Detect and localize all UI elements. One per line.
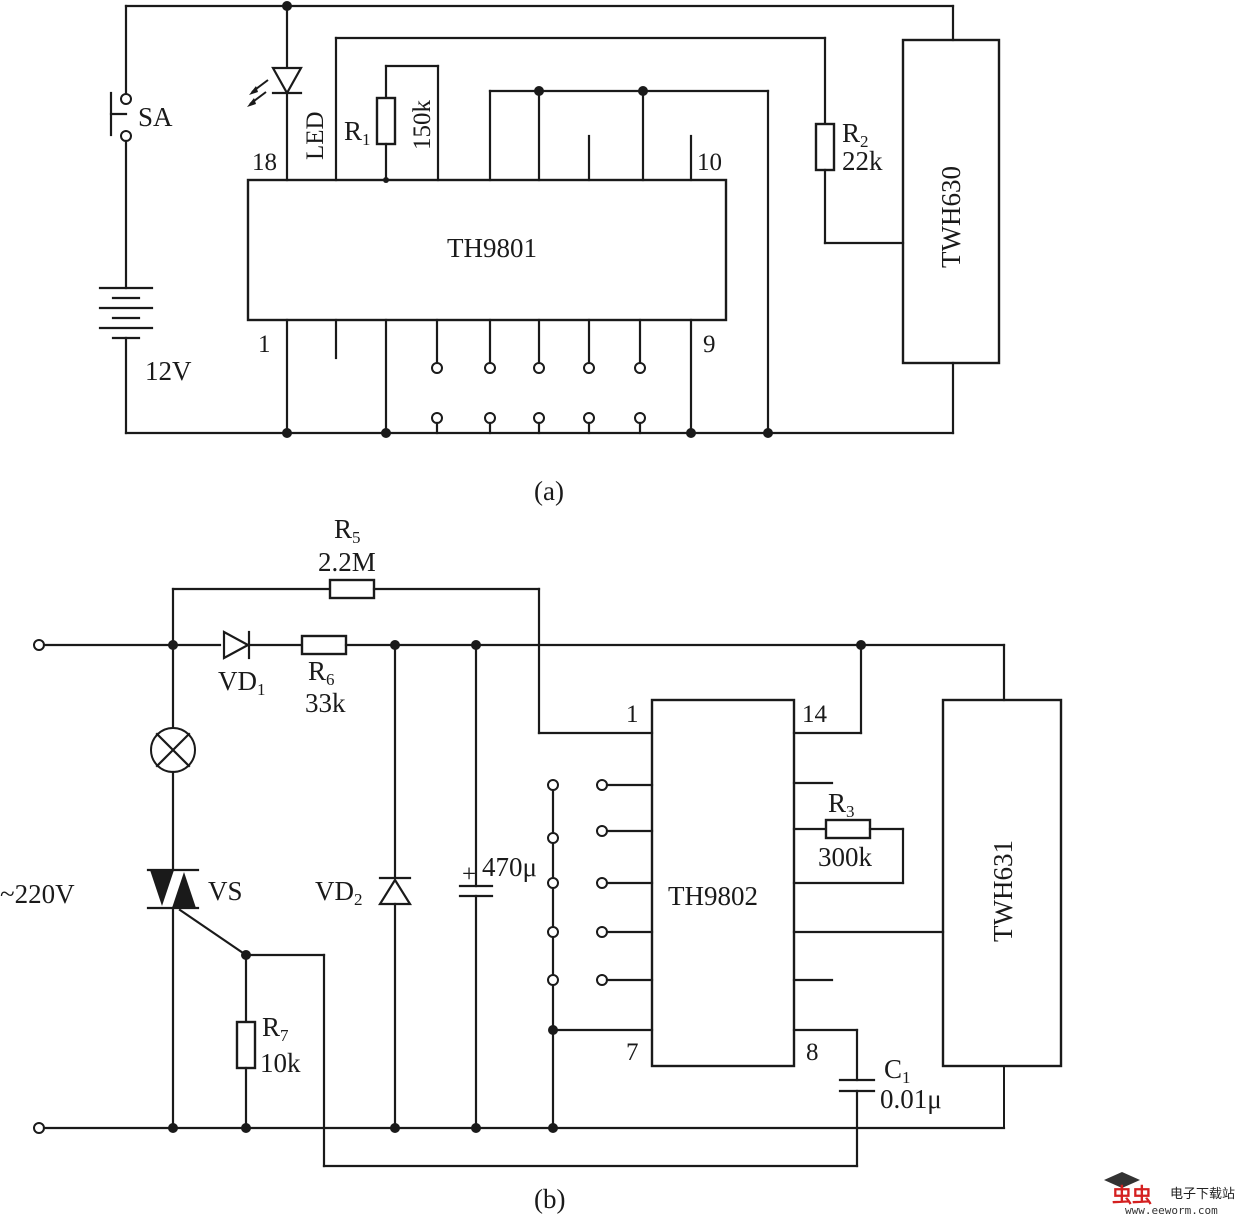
cap-plus: + (462, 861, 476, 888)
r7-value: 10k (260, 1048, 301, 1078)
resistor-r3 (824, 818, 872, 840)
r5-name: R5 (334, 514, 361, 547)
resistor-r2 (814, 122, 836, 172)
r7-name: R7 (262, 1012, 289, 1045)
watermark-url: www.eeworm.com (1125, 1204, 1218, 1217)
ic-th9801-label: TH9801 (447, 233, 537, 263)
c1-value: 0.01μ (880, 1084, 942, 1114)
cap-470-label: 470μ (482, 852, 537, 882)
triac-vs (146, 868, 200, 910)
ic-th9802 (650, 698, 796, 1068)
resistor-r6 (300, 634, 348, 656)
mains-terminal-bottom (33, 1122, 45, 1134)
module-twh630 (901, 38, 1001, 365)
graduation-cap-icon (1104, 1172, 1140, 1188)
key-contacts-b (547, 779, 654, 1130)
key-contacts-a (431, 318, 646, 435)
watermark-brand: 虫虫 (1112, 1183, 1152, 1207)
triac-label: VS (208, 876, 243, 906)
r3-value: 300k (818, 842, 873, 872)
r6-value: 33k (305, 688, 346, 718)
pin-10-label: 10 (697, 149, 722, 176)
r5-value: 2.2M (318, 547, 376, 577)
r6-name: R6 (308, 656, 335, 689)
vd1-label: VD1 (218, 666, 266, 699)
ic-th9801 (246, 178, 728, 322)
mains-label: ~220V (0, 879, 75, 909)
c1-name: C1 (884, 1054, 911, 1087)
r1-name: R1 (344, 116, 371, 149)
pin-1-label: 1 (258, 331, 271, 358)
led-label: LED (302, 111, 329, 160)
r3-name: R3 (828, 788, 855, 821)
module-twh630-label: TWH630 (936, 166, 966, 268)
ic-th9802-label: TH9802 (668, 881, 758, 911)
watermark-text: 电子下载站 (1170, 1187, 1235, 1202)
battery-symbol (98, 286, 154, 340)
figure-b: TH9802 1 14 7 8 TWH631 ~220V VD1 R6 33k … (0, 514, 1063, 1214)
diode-vd2 (378, 877, 412, 906)
pin-8-label: 8 (806, 1039, 819, 1066)
r2-value: 22k (842, 146, 883, 176)
pin-7-label: 7 (626, 1039, 639, 1066)
led-symbol (271, 66, 303, 96)
vd2-label: VD2 (315, 876, 363, 909)
pin-14-label: 14 (802, 701, 828, 728)
module-twh631 (941, 698, 1063, 1068)
r1-value: 150k (409, 100, 436, 151)
switch-sa-label: SA (138, 102, 173, 132)
r2-name: R2 (842, 118, 869, 151)
figure-a: TH9801 18 10 1 9 TWH630 SA 12V (98, 1, 1001, 506)
caption-b: (b) (534, 1184, 565, 1214)
resistor-r1 (375, 96, 397, 146)
resistor-r7 (235, 1020, 257, 1070)
battery-label: 12V (145, 356, 192, 386)
pin-9-label: 9 (703, 331, 716, 358)
resistor-r5 (328, 578, 376, 600)
module-twh631-label: TWH631 (988, 840, 1018, 942)
mains-terminal-top (33, 639, 45, 651)
diode-vd1 (222, 630, 251, 660)
watermark: 虫虫 电子下载站 www.eeworm.com (1104, 1172, 1235, 1217)
caption-a: (a) (534, 476, 564, 506)
pin-18-label: 18 (252, 149, 277, 176)
pin-1b-label: 1 (626, 701, 639, 728)
